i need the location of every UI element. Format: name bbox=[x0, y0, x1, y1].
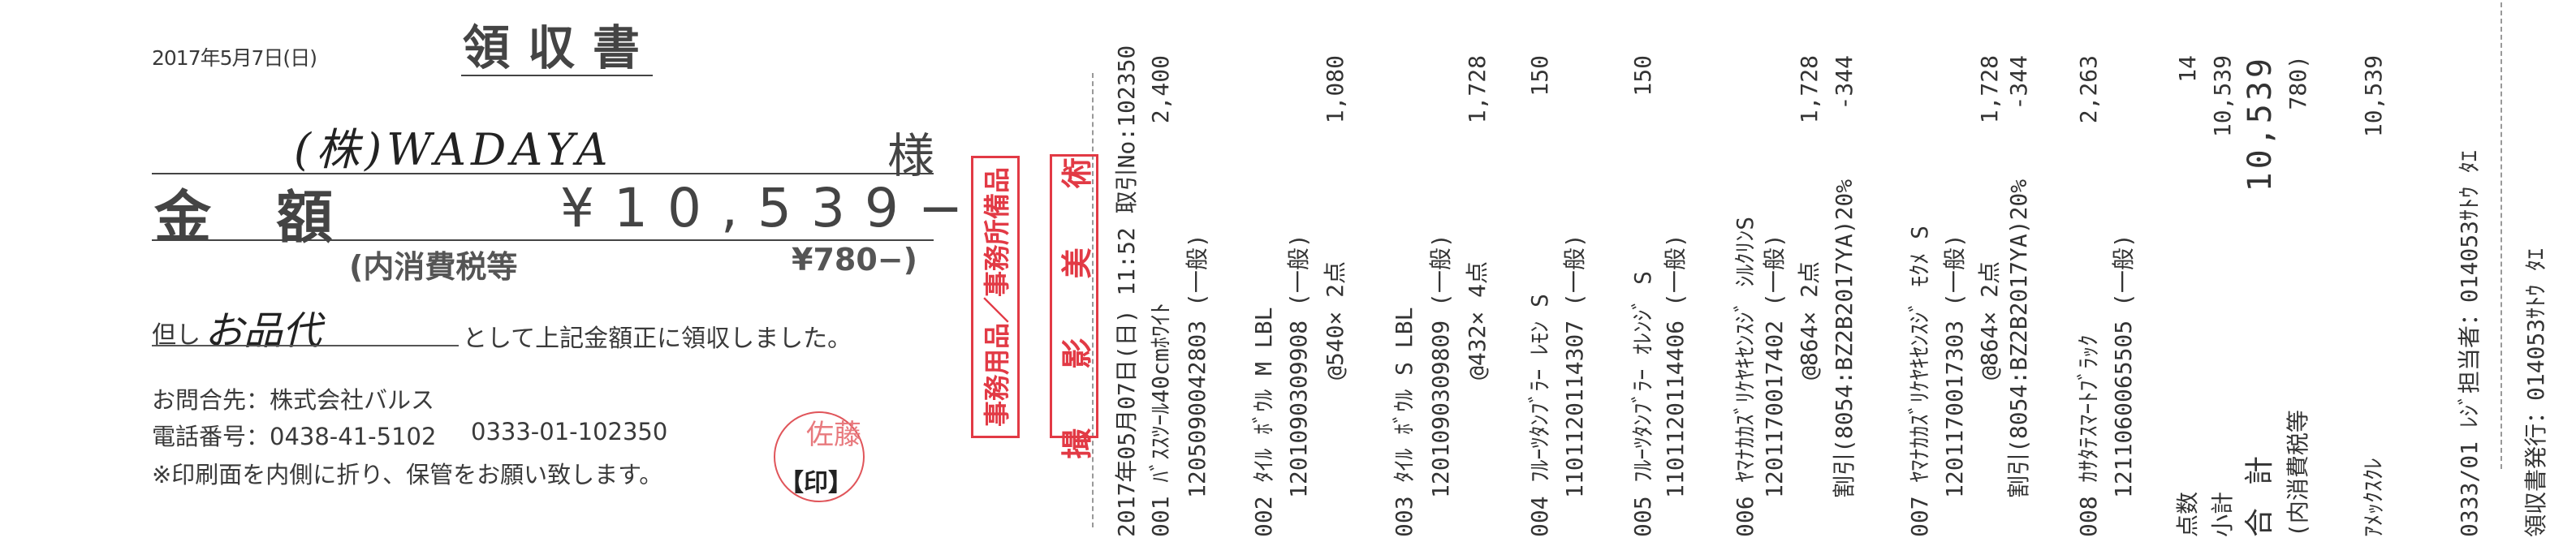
receipt-line: 1101120114307 (一般) bbox=[1559, 0, 1591, 542]
divider bbox=[152, 173, 934, 174]
line-text: 006 ﾔﾏﾅｶｶｽﾞﾘｹﾔｷｾﾝｽｼﾞ ｼﾙｸﾘﾝS bbox=[1732, 216, 1758, 537]
line-text: (内消費税等 bbox=[2285, 410, 2311, 537]
line-amount: 2,263 bbox=[2075, 55, 2102, 124]
cashier-line: 0333/01 ﾚｼﾞ担当者：014053ｻﾄｳ ﾀｴ bbox=[2453, 0, 2486, 542]
line-text: 1201090309908 (一般) bbox=[1285, 234, 1312, 498]
receipt-line: @864× 2点 1,728 bbox=[1793, 0, 1826, 542]
line-amount: 150 bbox=[1526, 55, 1553, 97]
line-amount: 1,080 bbox=[1322, 55, 1348, 124]
line-text: 008 ｶｻﾀﾃｽﾏｰﾄﾌﾞﾗｯｸ bbox=[2075, 334, 2102, 537]
divider bbox=[152, 239, 934, 241]
addressee-handwritten: (株)WADAYA bbox=[294, 124, 613, 175]
discount-line: 割引(8054:BZ2B2017YA)20% -344 bbox=[1828, 0, 1861, 542]
contact-company: お問合先：株式会社バルス bbox=[152, 386, 435, 414]
line-text: 割引(8054:BZ2B2017YA)20% bbox=[2005, 179, 2032, 498]
contact-phone: 電話番号：0438-41-5102 bbox=[152, 423, 437, 450]
line-text: 1201170017303 (一般) bbox=[1941, 234, 1968, 498]
title-underline bbox=[461, 75, 653, 76]
issuer-line: 領収書発行：014053ｻﾄｳ ﾀｴ bbox=[2520, 0, 2552, 542]
line-text: @864× 2点 bbox=[1976, 260, 2003, 380]
line-text: 点数 bbox=[2174, 491, 2201, 537]
received-statement: として上記金額正に領収しました。 bbox=[463, 325, 852, 353]
discount-line: 割引(8054:BZ2B2017YA)20% -344 bbox=[2003, 0, 2035, 542]
receipt-line: 1211060065505 (一般) bbox=[2108, 0, 2140, 542]
line-amount: 150 bbox=[1629, 55, 1656, 97]
receipt-header: 2017年05月07日(日) 11:52 取引No:102350 bbox=[1111, 0, 1143, 542]
receipt-line: 1201090309809 (一般) bbox=[1425, 0, 1457, 542]
line-amount: 10,539 bbox=[2209, 55, 2236, 138]
tax-included: (内消費税等 780) bbox=[2282, 0, 2315, 542]
line-text: 1101120114406 (一般) bbox=[1662, 234, 1689, 498]
receipt-line: 008 ｶｻﾀﾃｽﾏｰﾄﾌﾞﾗｯｸ 2,263 bbox=[2073, 0, 2105, 542]
total: 合計 10,539 bbox=[2242, 0, 2279, 542]
amount-value: ¥10,539− bbox=[560, 177, 983, 239]
line-text: 005 ﾌﾙｰﾂﾀﾝﾌﾞﾗｰ ｵﾚﾝｼﾞ S bbox=[1629, 270, 1656, 537]
dashed-divider bbox=[2500, 2, 2502, 469]
tear-line bbox=[2485, 0, 2518, 542]
tax-label: (内消費税等 bbox=[349, 249, 518, 285]
receipt-line: 1201170017303 (一般) bbox=[1939, 0, 1971, 542]
line-amount: 10,539 bbox=[2242, 55, 2279, 192]
line-text: 小計 bbox=[2209, 491, 2236, 537]
register-receipt: 2017年05月07日(日) 11:52 取引No:102350 001 ﾊﾞｽ… bbox=[544, 0, 2574, 542]
receipt-line: 1201090309908 (一般) bbox=[1283, 0, 1315, 542]
line-text: ｱﾒｯｸｽｸﾚ bbox=[2360, 457, 2387, 537]
line-amount: -344 bbox=[1831, 55, 1858, 110]
line-text: 割引(8054:BZ2B2017YA)20% bbox=[1831, 179, 1858, 498]
receipt-line: 006 ﾔﾏﾅｶｶｽﾞﾘｹﾔｷｾﾝｽｼﾞ ｼﾙｸﾘﾝS bbox=[1729, 0, 1762, 542]
receipt-line: @864× 2点 1,728 bbox=[1974, 0, 2006, 542]
line-text: 001 ﾊﾞｽｽﾂｰﾙ40cmﾎﾜｲﾄ bbox=[1147, 303, 1174, 537]
line-text: 004 ﾌﾙｰﾂﾀﾝﾌﾞﾗｰ ﾚﾓﾝ S bbox=[1526, 293, 1553, 537]
document-title: 領収書 bbox=[463, 20, 658, 75]
line-text: 2017年05月07日(日) 11:52 取引No:102350 bbox=[1113, 45, 1140, 537]
line-amount: 780) bbox=[2285, 55, 2311, 110]
line-amount: 1,728 bbox=[1976, 55, 2003, 124]
storage-note: ※印刷面を内側に折り、保管をお願い致します。 bbox=[152, 461, 663, 488]
receipt-line: @540× 2点 1,080 bbox=[1319, 0, 1352, 542]
item-count: 点数 14 bbox=[2172, 0, 2204, 542]
receipt-line: 007 ﾔﾏﾅｶｶｽﾞﾘｹﾔｷｾﾝｽｼﾞ ﾓｸﾒ S bbox=[1904, 0, 1936, 542]
issue-date: 2017年5月7日(日) bbox=[152, 46, 317, 70]
line-text: @432× 4点 bbox=[1464, 260, 1491, 380]
line-text: 領収書発行：014053ｻﾄｳ ﾀｴ bbox=[2522, 247, 2549, 537]
line-text: @864× 2点 bbox=[1796, 260, 1823, 380]
line-amount: 14 bbox=[2174, 55, 2201, 83]
line-amount: -344 bbox=[2005, 55, 2032, 110]
line-text: 0333/01 ﾚｼﾞ担当者：014053ｻﾄｳ ﾀｴ bbox=[2456, 150, 2483, 537]
line-text: 003 ﾀｲﾙ ﾎﾞｳﾙ S LBL bbox=[1391, 307, 1417, 537]
purpose-handwritten: お品代 bbox=[205, 308, 322, 354]
subtotal: 小計 10,539 bbox=[2207, 0, 2239, 542]
receipt-line: 005 ﾌﾙｰﾂﾀﾝﾌﾞﾗｰ ｵﾚﾝｼﾞ S 150 bbox=[1627, 0, 1659, 542]
payment-method: ｱﾒｯｸｽｸﾚ 10,539 bbox=[2358, 0, 2390, 542]
receipt-line: 1205090042803 (一般) bbox=[1181, 0, 1214, 542]
receipt-line: 001 ﾊﾞｽｽﾂｰﾙ40cmﾎﾜｲﾄ 2,400 bbox=[1145, 0, 1177, 542]
line-amount: 1,728 bbox=[1796, 55, 1823, 124]
line-text: @540× 2点 bbox=[1322, 260, 1348, 380]
line-text: 007 ﾔﾏﾅｶｶｽﾞﾘｹﾔｷｾﾝｽｼﾞ ﾓｸﾒ S bbox=[1906, 225, 1933, 537]
tax-amount: ¥780−) bbox=[792, 242, 917, 277]
proviso-underline bbox=[152, 345, 459, 346]
line-amount: 2,400 bbox=[1147, 55, 1174, 124]
line-amount: 10,539 bbox=[2360, 55, 2387, 138]
perforation-line bbox=[1092, 73, 1094, 527]
receipt-line: 1101120114406 (一般) bbox=[1659, 0, 1692, 542]
line-amount: 1,728 bbox=[1464, 55, 1491, 124]
receipt-line: 003 ﾀｲﾙ ﾎﾞｳﾙ S LBL bbox=[1388, 0, 1421, 542]
line-text: 1201090309809 (一般) bbox=[1427, 234, 1454, 498]
line-text: 1205090042803 (一般) bbox=[1184, 234, 1210, 498]
seal-mark: 【印】 bbox=[779, 469, 852, 497]
line-text: 合計 bbox=[2243, 432, 2276, 537]
receipt-line: 1201170017402 (一般) bbox=[1758, 0, 1791, 542]
line-text: 1101120114307 (一般) bbox=[1561, 234, 1588, 498]
receipt-line: @432× 4点 1,728 bbox=[1461, 0, 1494, 542]
line-text: 002 ﾀｲﾙ ﾎﾞｳﾙ M LBL bbox=[1250, 307, 1277, 537]
register-number: 0333-01-102350 bbox=[471, 418, 668, 445]
line-text: 1211060065505 (一般) bbox=[2110, 234, 2137, 498]
receipt-line: 002 ﾀｲﾙ ﾎﾞｳﾙ M LBL bbox=[1248, 0, 1280, 542]
line-text: 1201170017402 (一般) bbox=[1761, 234, 1788, 498]
receipt-line: 004 ﾌﾙｰﾂﾀﾝﾌﾞﾗｰ ﾚﾓﾝ S 150 bbox=[1524, 0, 1556, 542]
